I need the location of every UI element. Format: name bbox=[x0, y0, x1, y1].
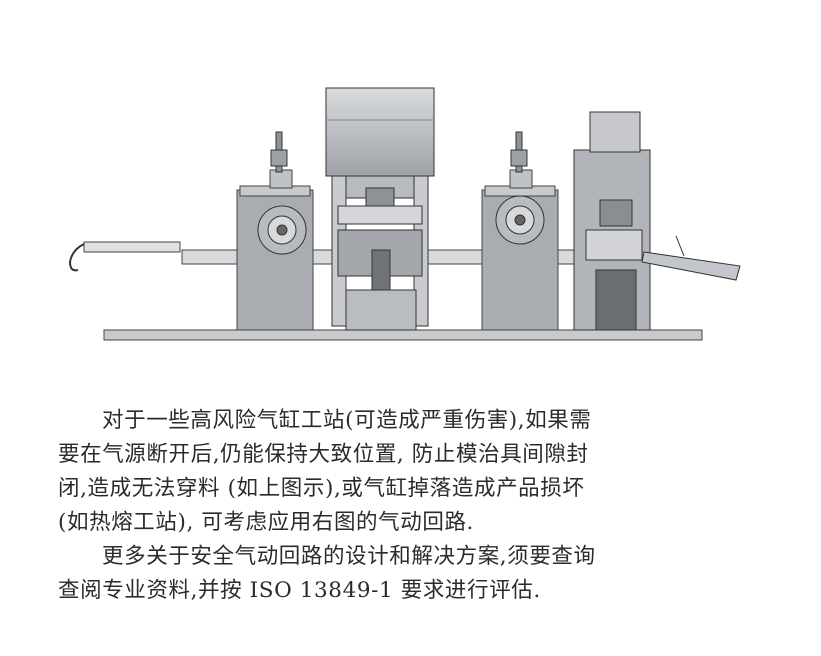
machine-illustration bbox=[68, 87, 741, 341]
left-cart bbox=[68, 241, 181, 272]
paragraph-1: 对于一些高风险气缸工站(可造成严重伤害),如果需 要在气源断开后,仍能保持大致位… bbox=[58, 404, 778, 540]
text-line: 查阅专业资料,并按 ISO 13849-1 要求进行评估. bbox=[58, 578, 541, 603]
text-line: 更多关于安全气动回路的设计和解决方案,须要查询 bbox=[102, 544, 596, 569]
machine-drawing bbox=[68, 87, 741, 341]
paragraph-2: 更多关于安全气动回路的设计和解决方案,须要查询 查阅专业资料,并按 ISO 13… bbox=[58, 540, 778, 608]
text-line: 对于一些高风险气缸工站(可造成严重伤害),如果需 bbox=[102, 408, 592, 433]
text-line: 闭,造成无法穿料 (如上图示),或气缸掉落造成产品损坏 bbox=[58, 476, 585, 501]
text-line: (如热熔工站), 可考虑应用右图的气动回路. bbox=[58, 510, 474, 535]
body-text: 对于一些高风险气缸工站(可造成严重伤害),如果需 要在气源断开后,仍能保持大致位… bbox=[58, 404, 778, 608]
left-feeder bbox=[236, 131, 314, 331]
text-line: 要在气源断开后,仍能保持大致位置, 防止模治具间隙封 bbox=[58, 442, 589, 467]
right-feeder bbox=[481, 131, 559, 331]
right-cutter bbox=[573, 111, 741, 331]
base-plate bbox=[103, 329, 703, 341]
center-press bbox=[325, 87, 435, 331]
